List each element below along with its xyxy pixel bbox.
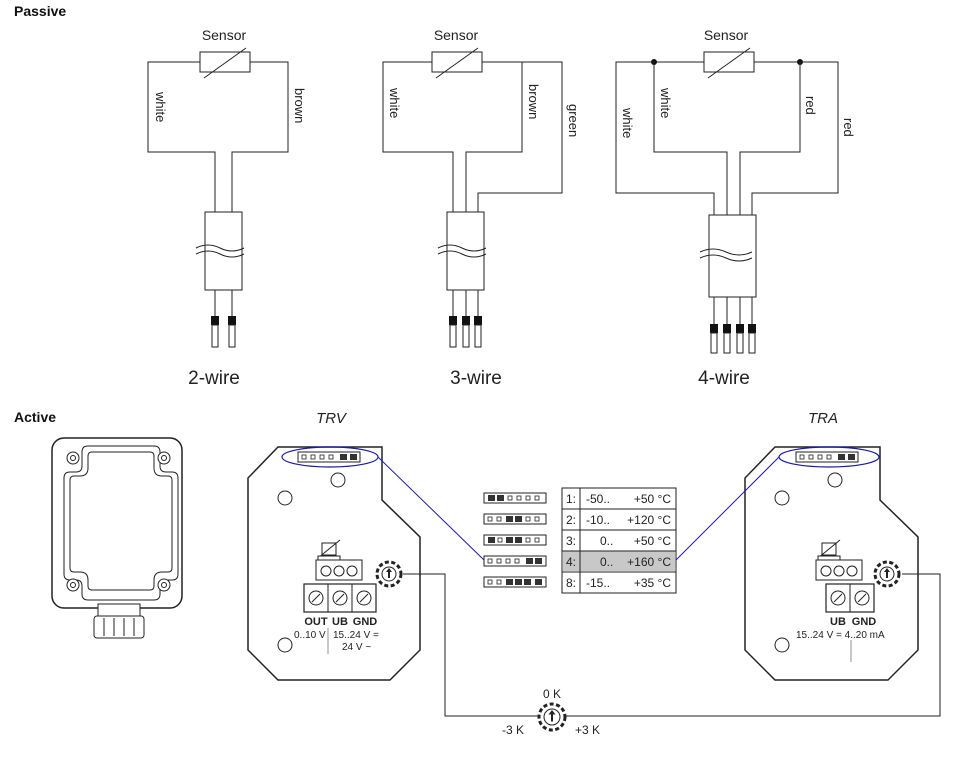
tra-spec: 15..24 V = 4..20 mA — [796, 630, 885, 641]
wire-label-brown: brown — [526, 84, 541, 119]
sensor-resistor — [431, 51, 483, 73]
tra-offset-link — [566, 573, 941, 717]
tra-offset-potentiometer[interactable] — [873, 560, 901, 588]
range-high: +120 °C — [627, 513, 671, 527]
three-wire-diagram: Sensor white brown green 3-wire — [382, 27, 581, 389]
trv-dip-switch[interactable] — [297, 451, 361, 463]
tra-title: TRA — [808, 410, 838, 427]
range-table — [561, 487, 677, 594]
range-high: +50 °C — [634, 534, 671, 548]
trv-board: TRV OUT UB — [247, 410, 421, 681]
tra-dip-switch[interactable] — [795, 451, 859, 463]
switch-setting-3 — [483, 534, 547, 546]
sensor-label: Sensor — [434, 27, 479, 43]
four-wire-diagram: Sensor white white red red 4-wire — [615, 27, 856, 389]
switch-setting-8 — [483, 576, 547, 588]
active-section-title: Active — [14, 409, 57, 425]
wire-label-white-outer: white — [620, 107, 635, 138]
tra-terminal-ub-label: UB — [830, 616, 846, 628]
sensor-resistor — [199, 51, 251, 73]
sensor-resistor — [703, 51, 755, 73]
wire-label-red-inner: red — [803, 96, 818, 115]
wire-label-white: white — [387, 87, 402, 118]
offset-zero-label: 0 K — [543, 687, 561, 701]
tra-callout-line — [675, 456, 780, 561]
wire-label-brown: brown — [292, 88, 307, 123]
switch-setting-4 — [483, 555, 547, 567]
trv-terminal-out-label: OUT — [304, 616, 328, 628]
three-wire-caption: 3-wire — [450, 368, 502, 389]
sensor-label: Sensor — [704, 27, 749, 43]
trv-output-range: 0..10 V — [294, 630, 326, 641]
range-number: 3: — [566, 534, 576, 548]
switch-setting-1 — [483, 492, 547, 504]
trv-supply-ac: 24 V ~ — [342, 642, 371, 653]
wire-label-white: white — [153, 91, 168, 122]
range-low: -15.. — [586, 576, 610, 590]
range-low: -50.. — [586, 492, 610, 506]
two-wire-caption: 2-wire — [188, 368, 240, 389]
range-number: 2: — [566, 513, 576, 527]
enclosure-housing — [51, 437, 183, 639]
wire-label-white-inner: white — [658, 87, 673, 118]
range-low: 0.. — [600, 555, 613, 569]
trv-offset-potentiometer[interactable] — [375, 560, 403, 588]
trv-offset-link — [403, 573, 538, 717]
trv-callout-line — [377, 456, 485, 561]
range-low: 0.. — [600, 534, 613, 548]
range-high: +50 °C — [634, 492, 671, 506]
trv-supply-dc: 15..24 V = — [333, 630, 379, 641]
range-number: 8: — [566, 576, 576, 590]
range-row-highlight — [563, 551, 675, 571]
trv-terminal-gnd-label: GND — [353, 616, 378, 628]
offset-potentiometer[interactable] — [537, 702, 567, 732]
tra-terminal-gnd-label: GND — [852, 616, 877, 628]
range-number: 4: — [566, 555, 576, 569]
range-high: +160 °C — [627, 555, 671, 569]
two-wire-diagram: Sensor white brown 2-wire — [147, 27, 307, 389]
offset-plus-label: +3 K — [575, 723, 600, 737]
range-low: -10.. — [586, 513, 610, 527]
switch-setting-2 — [483, 513, 547, 525]
trv-terminal-ub-label: UB — [332, 616, 348, 628]
trv-title: TRV — [316, 410, 348, 427]
offset-minus-label: -3 K — [502, 723, 524, 737]
sensor-label: Sensor — [202, 27, 247, 43]
wire-label-green: green — [566, 104, 581, 137]
tra-board: TRA UB GND 15..24 V = 4..20 mA — [744, 410, 919, 681]
range-high: +35 °C — [634, 576, 671, 590]
range-number: 1: — [566, 492, 576, 506]
wire-label-red-outer: red — [841, 118, 856, 137]
passive-section-title: Passive — [14, 3, 67, 19]
cable-sleeve — [708, 214, 757, 298]
range-switch-settings: 1: -50.. +50 °C 2: -10.. +120 °C 3: 0.. … — [483, 487, 677, 594]
four-wire-caption: 4-wire — [698, 368, 750, 389]
